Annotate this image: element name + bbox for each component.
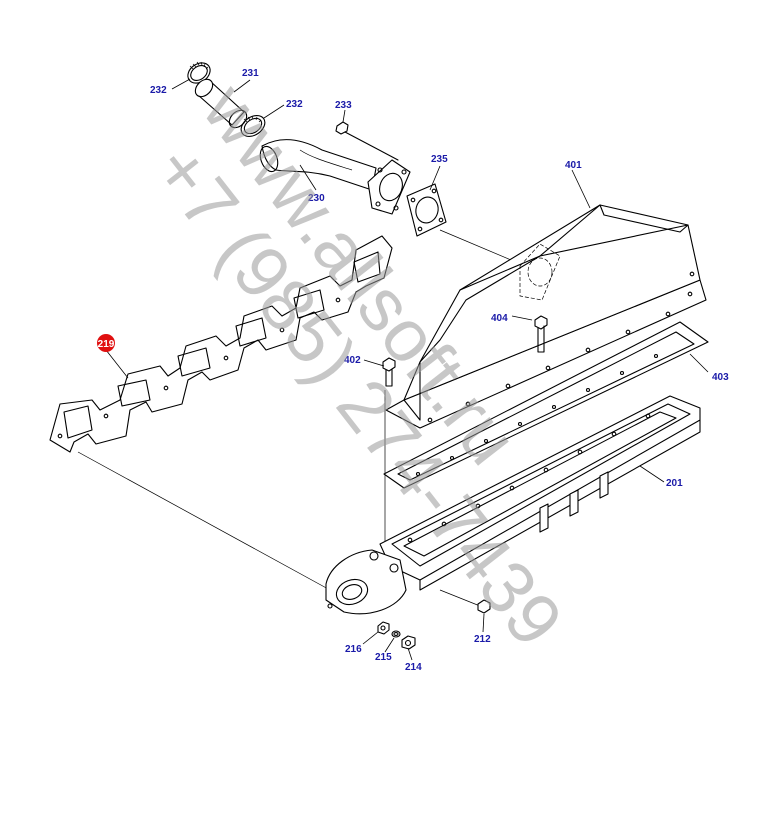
cover-bolt-holes (427, 271, 695, 423)
callout-402[interactable]: 402 (344, 355, 361, 366)
callout-labels: 232 231 232 233 235 230 401 404 402 403 … (150, 68, 729, 673)
callout-215[interactable]: 215 (375, 652, 392, 663)
bolt-212[interactable] (439, 589, 491, 614)
manifold-bolt-holes (407, 413, 651, 543)
elbow-pipe-230[interactable] (257, 139, 411, 215)
gasket-403-holes (415, 353, 659, 477)
cover-gasket-403[interactable] (383, 321, 709, 489)
nut-214[interactable] (401, 635, 416, 650)
flange-gasket-235[interactable] (406, 183, 447, 237)
callout-219: 219 (98, 339, 115, 350)
exhaust-manifold-201[interactable] (325, 395, 701, 615)
callout-201[interactable]: 201 (666, 478, 683, 489)
callout-212[interactable]: 212 (474, 634, 491, 645)
bolt-233[interactable] (335, 121, 399, 161)
callout-401[interactable]: 401 (565, 160, 582, 171)
gasket-219-holes (57, 297, 341, 439)
callout-232-lower[interactable]: 232 (286, 99, 303, 110)
manifold-gasket-219[interactable] (49, 235, 393, 453)
bolt-402[interactable] (382, 357, 396, 387)
manifold-cover-401[interactable] (385, 204, 707, 429)
leader-lines (105, 78, 709, 661)
callout-403[interactable]: 403 (712, 372, 729, 383)
callout-230[interactable]: 230 (308, 193, 325, 204)
washer-215[interactable] (391, 630, 401, 638)
callout-219-highlight[interactable]: 219 (97, 334, 115, 352)
bolt-404[interactable] (534, 315, 548, 353)
hose-clamp-232-lower[interactable] (237, 111, 269, 141)
callout-216[interactable]: 216 (345, 644, 362, 655)
callout-232-upper[interactable]: 232 (150, 85, 167, 96)
callout-233[interactable]: 233 (335, 100, 352, 111)
callout-404[interactable]: 404 (491, 313, 508, 324)
callout-214[interactable]: 214 (405, 662, 422, 673)
nut-216[interactable] (377, 621, 390, 635)
callout-231[interactable]: 231 (242, 68, 259, 79)
callout-235[interactable]: 235 (431, 154, 448, 165)
hose-231[interactable] (192, 76, 250, 131)
